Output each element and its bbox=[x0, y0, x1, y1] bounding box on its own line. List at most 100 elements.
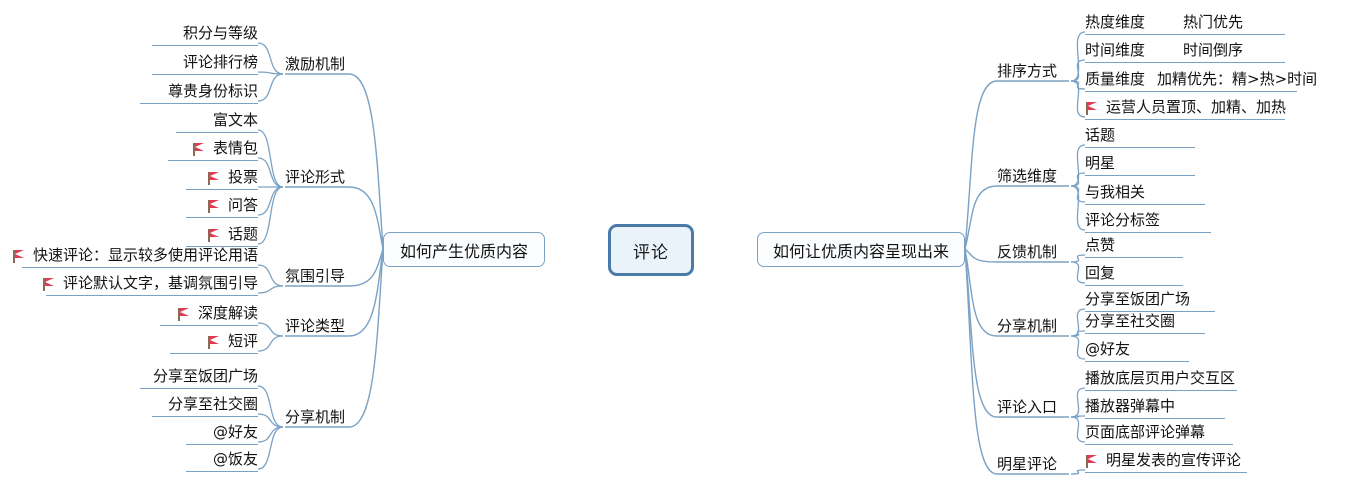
leaf-right-0-1[interactable]: 时间维度时间倒序 bbox=[1085, 41, 1285, 63]
topic-label: 反馈机制 bbox=[997, 243, 1058, 261]
leaf-text: 质量维度 bbox=[1085, 70, 1146, 88]
leaf-right-3-0[interactable]: 分享至饭团广场 bbox=[1085, 290, 1215, 312]
leaf-left-4-1[interactable]: 分享至社交圈 bbox=[152, 395, 258, 417]
leaf-right-3-1[interactable]: 分享至社交圈 bbox=[1085, 312, 1205, 334]
leaf-subtext: 加精优先：精>热>时间 bbox=[1157, 70, 1318, 88]
red-flag-icon bbox=[1085, 101, 1100, 116]
red-flag-icon bbox=[207, 228, 222, 243]
root-node[interactable]: 评论 bbox=[608, 224, 694, 276]
leaf-text: 播放底层页用户交互区 bbox=[1085, 369, 1236, 387]
leaf-text: 明星发表的宣传评论 bbox=[1106, 451, 1242, 469]
root-label: 评论 bbox=[633, 242, 669, 263]
topic-left-3[interactable]: 评论类型 bbox=[285, 317, 345, 335]
leaf-text: 点赞 bbox=[1085, 236, 1116, 254]
leaf-text: 评论分标签 bbox=[1085, 211, 1161, 229]
topic-right-3[interactable]: 分享机制 bbox=[997, 317, 1057, 335]
red-flag-icon bbox=[207, 199, 222, 214]
leaf-right-1-0[interactable]: 话题 bbox=[1085, 126, 1195, 148]
leaf-left-2-1[interactable]: 评论默认文字，基调氛围引导 bbox=[42, 274, 258, 296]
leaf-text: 分享至社交圈 bbox=[1085, 312, 1176, 330]
red-flag-icon bbox=[207, 335, 222, 350]
leaf-right-5-0[interactable]: 明星发表的宣传评论 bbox=[1085, 451, 1247, 473]
topic-right-5[interactable]: 明星评论 bbox=[997, 455, 1057, 473]
branch-node-right[interactable]: 如何让优质内容呈现出来 bbox=[757, 232, 965, 267]
red-flag-icon bbox=[192, 142, 207, 157]
topic-left-0[interactable]: 激励机制 bbox=[285, 55, 345, 73]
topic-left-2[interactable]: 氛围引导 bbox=[285, 267, 345, 285]
leaf-text: 富文本 bbox=[212, 111, 258, 129]
leaf-right-0-2[interactable]: 质量维度加精优先：精>热>时间 bbox=[1085, 70, 1317, 92]
leaf-text: 问答 bbox=[227, 196, 258, 214]
leaf-text: 评论默认文字，基调氛围引导 bbox=[62, 274, 258, 292]
topic-label: 分享机制 bbox=[285, 408, 346, 426]
topic-label: 评论类型 bbox=[285, 317, 346, 335]
topic-label: 明星评论 bbox=[997, 455, 1058, 473]
leaf-left-0-2[interactable]: 尊贵身份标识 bbox=[140, 82, 258, 104]
leaf-text: 话题 bbox=[1085, 126, 1116, 144]
leaf-left-4-3[interactable]: @饭友 bbox=[186, 450, 258, 472]
branch-node-left[interactable]: 如何产生优质内容 bbox=[383, 232, 545, 267]
leaf-text: 投票 bbox=[227, 168, 258, 186]
leaf-right-1-2[interactable]: 与我相关 bbox=[1085, 183, 1205, 205]
leaf-text: 明星 bbox=[1085, 154, 1116, 172]
leaf-text: @饭友 bbox=[212, 450, 258, 468]
leaf-right-3-2[interactable]: @好友 bbox=[1085, 340, 1189, 362]
leaf-left-0-1[interactable]: 评论排行榜 bbox=[152, 53, 258, 75]
leaf-text: 话题 bbox=[227, 225, 258, 243]
topic-right-0[interactable]: 排序方式 bbox=[997, 62, 1057, 80]
topic-left-1[interactable]: 评论形式 bbox=[285, 168, 345, 186]
topic-right-1[interactable]: 筛选维度 bbox=[997, 167, 1057, 185]
leaf-text: 运营人员置顶、加精、加热 bbox=[1106, 98, 1287, 116]
leaf-left-3-0[interactable]: 深度解读 bbox=[160, 304, 258, 326]
branch-left-label: 如何产生优质内容 bbox=[399, 241, 528, 261]
leaf-right-0-3[interactable]: 运营人员置顶、加精、加热 bbox=[1085, 98, 1287, 120]
leaf-left-0-0[interactable]: 积分与等级 bbox=[152, 24, 258, 46]
leaf-text: 快速评论：显示较多使用评论用语 bbox=[32, 246, 258, 264]
leaf-left-1-0[interactable]: 富文本 bbox=[176, 111, 258, 133]
leaf-text: 分享至饭团广场 bbox=[152, 367, 258, 385]
leaf-left-1-1[interactable]: 表情包 bbox=[168, 139, 258, 161]
leaf-right-4-2[interactable]: 页面底部评论弹幕 bbox=[1085, 423, 1233, 445]
leaf-text: 深度解读 bbox=[197, 304, 258, 322]
leaf-right-2-0[interactable]: 点赞 bbox=[1085, 236, 1183, 258]
leaf-right-1-1[interactable]: 明星 bbox=[1085, 154, 1195, 176]
leaf-text: 页面底部评论弹幕 bbox=[1085, 423, 1206, 441]
red-flag-icon bbox=[12, 249, 27, 264]
leaf-text: 分享至饭团广场 bbox=[1085, 290, 1191, 308]
topic-label: 氛围引导 bbox=[285, 267, 346, 285]
red-flag-icon bbox=[207, 171, 222, 186]
topic-label: 排序方式 bbox=[997, 62, 1058, 80]
leaf-right-4-0[interactable]: 播放底层页用户交互区 bbox=[1085, 369, 1237, 391]
leaf-left-1-2[interactable]: 投票 bbox=[186, 168, 258, 190]
topic-left-4[interactable]: 分享机制 bbox=[285, 408, 345, 426]
leaf-text: 与我相关 bbox=[1085, 183, 1146, 201]
red-flag-icon bbox=[1085, 454, 1100, 469]
leaf-text: 评论排行榜 bbox=[182, 53, 258, 71]
leaf-subtext: 热门优先 bbox=[1183, 13, 1244, 31]
topic-label: 分享机制 bbox=[997, 317, 1058, 335]
leaf-text: @好友 bbox=[1085, 340, 1131, 358]
leaf-left-1-3[interactable]: 问答 bbox=[186, 196, 258, 218]
topic-label: 激励机制 bbox=[285, 55, 346, 73]
leaf-right-2-1[interactable]: 回复 bbox=[1085, 264, 1183, 286]
leaf-subtext: 时间倒序 bbox=[1183, 41, 1244, 59]
leaf-left-4-0[interactable]: 分享至饭团广场 bbox=[140, 367, 258, 389]
leaf-right-0-0[interactable]: 热度维度热门优先 bbox=[1085, 13, 1285, 35]
leaf-text: 积分与等级 bbox=[182, 24, 258, 42]
leaf-text: 表情包 bbox=[212, 139, 258, 157]
leaf-right-1-3[interactable]: 评论分标签 bbox=[1085, 211, 1211, 233]
branch-right-label: 如何让优质内容呈现出来 bbox=[772, 241, 949, 261]
leaf-left-4-2[interactable]: @好友 bbox=[186, 423, 258, 445]
leaf-text: @好友 bbox=[212, 423, 258, 441]
topic-right-2[interactable]: 反馈机制 bbox=[997, 243, 1057, 261]
leaf-left-1-4[interactable]: 话题 bbox=[186, 225, 258, 247]
red-flag-icon bbox=[177, 307, 192, 322]
leaf-left-2-0[interactable]: 快速评论：显示较多使用评论用语 bbox=[12, 246, 258, 268]
leaf-right-4-1[interactable]: 播放器弹幕中 bbox=[1085, 397, 1225, 419]
topic-right-4[interactable]: 评论入口 bbox=[997, 398, 1057, 416]
topic-label: 评论形式 bbox=[285, 168, 346, 186]
red-flag-icon bbox=[42, 277, 57, 292]
leaf-text: 播放器弹幕中 bbox=[1085, 397, 1176, 415]
leaf-left-3-1[interactable]: 短评 bbox=[170, 332, 258, 354]
